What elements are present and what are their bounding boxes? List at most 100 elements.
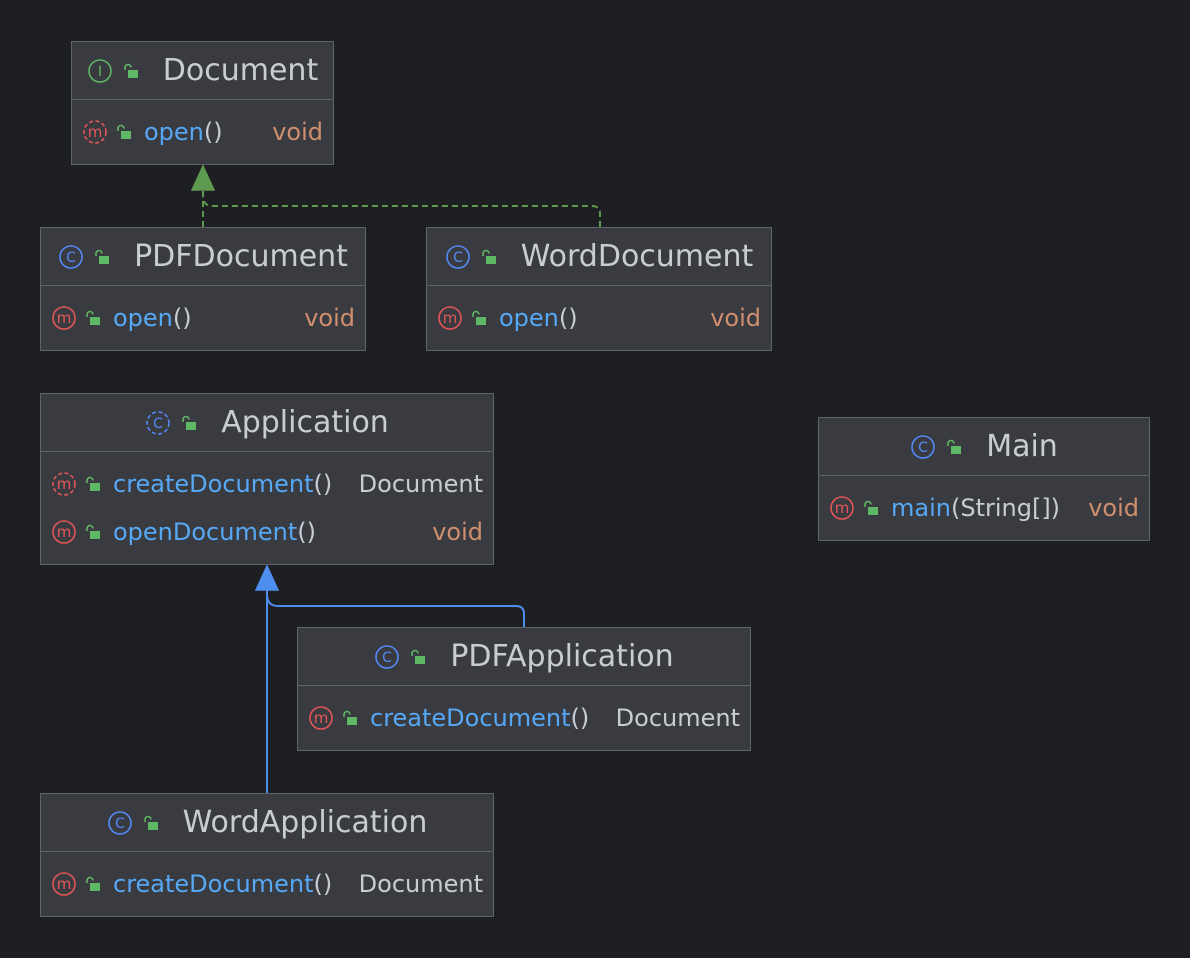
method-icon: m [52, 872, 76, 896]
public-visibility-icon [86, 524, 100, 539]
class-box-word-document[interactable]: C WordDocument m open() void [426, 227, 772, 351]
public-visibility-icon [343, 710, 357, 725]
svg-text:m: m [57, 523, 72, 541]
method-icon: m [830, 496, 854, 520]
class-name: Application [221, 405, 389, 440]
class-name: PDFDocument [134, 239, 348, 274]
method-icons: m [829, 495, 879, 521]
class-header: C PDFDocument [41, 228, 365, 286]
method-icons: m [51, 519, 101, 545]
method-row[interactable]: m createDocument() Document [298, 694, 750, 742]
class-name: WordApplication [182, 805, 428, 840]
interface-icon: I [87, 58, 112, 83]
method-name: createDocument [113, 870, 314, 898]
public-visibility-icon [123, 63, 138, 78]
class-name: PDFApplication [450, 639, 674, 674]
method-name: open [499, 304, 559, 332]
method-name: open [144, 118, 204, 146]
svg-text:C: C [382, 650, 392, 666]
public-visibility-icon [86, 876, 100, 891]
method-name: createDocument [113, 470, 314, 498]
methods-section: m main(String[]) void [819, 476, 1149, 532]
svg-text:C: C [153, 416, 163, 432]
method-params: () [297, 518, 316, 546]
method-params: () [313, 870, 333, 898]
class-header: C Application [41, 394, 493, 452]
svg-text:C: C [66, 250, 76, 266]
method-icon: m [438, 306, 462, 330]
methods-section: m open() void [72, 100, 333, 156]
method-icons: m [51, 305, 101, 331]
generalization-arrowhead [254, 564, 280, 591]
public-visibility-icon [95, 249, 110, 264]
method-params: () [558, 304, 578, 332]
abstract-class-icon: C [146, 410, 170, 435]
svg-text:m: m [57, 875, 72, 893]
method-params: () [203, 118, 223, 146]
public-visibility-icon [117, 124, 131, 139]
method-row[interactable]: m main(String[]) void [819, 484, 1149, 532]
class-header: C PDFApplication [298, 628, 750, 686]
method-icon: m [52, 306, 76, 330]
method-row[interactable]: m open() void [427, 294, 771, 342]
method-icons: m [308, 705, 358, 731]
svg-text:I: I [98, 64, 102, 80]
svg-text:m: m [57, 309, 72, 327]
public-visibility-icon [143, 815, 158, 830]
return-type: void [272, 118, 323, 146]
method-params: (String[]) [950, 494, 1061, 522]
class-box-pdf-application[interactable]: C PDFApplication m createDocument() Document [297, 627, 751, 751]
svg-text:m: m [57, 475, 72, 493]
return-type: void [710, 304, 761, 332]
method-row[interactable]: m createDocument() Document [41, 460, 493, 508]
class-name: WordDocument [520, 239, 754, 274]
abstract-method-icon: m [83, 120, 107, 144]
public-visibility-icon [182, 415, 197, 430]
methods-section: m createDocument() Document [298, 686, 750, 742]
public-visibility-icon [947, 439, 962, 454]
svg-text:C: C [453, 250, 463, 266]
method-icons: m [51, 471, 101, 497]
return-type: Document [358, 470, 483, 498]
return-type: void [1088, 494, 1139, 522]
method-name: main [891, 494, 951, 522]
svg-text:m: m [443, 309, 458, 327]
public-visibility-icon [411, 649, 426, 664]
public-visibility-icon [86, 476, 100, 491]
method-name: createDocument [370, 704, 571, 732]
generalization-line-pdf-application [266, 593, 525, 627]
svg-text:m: m [314, 709, 329, 727]
realization-line-word-document [202, 195, 601, 227]
method-icons: m [437, 305, 487, 331]
return-type: void [432, 518, 483, 546]
svg-text:C: C [918, 440, 928, 456]
class-icon: C [107, 810, 132, 835]
methods-section: m open() void [427, 286, 771, 342]
public-visibility-icon [864, 500, 878, 515]
method-params: () [313, 470, 333, 498]
method-params: () [570, 704, 590, 732]
public-visibility-icon [481, 249, 496, 264]
method-icon: m [309, 706, 333, 730]
svg-text:m: m [835, 499, 850, 517]
method-params: () [172, 304, 192, 332]
method-row[interactable]: m open() void [72, 108, 333, 156]
return-type: Document [615, 704, 740, 732]
class-icon: C [59, 244, 83, 269]
method-row[interactable]: m openDocument() void [41, 508, 493, 556]
class-header: C WordApplication [41, 794, 493, 852]
svg-text:m: m [88, 123, 103, 141]
method-name: openDocument [113, 518, 298, 546]
